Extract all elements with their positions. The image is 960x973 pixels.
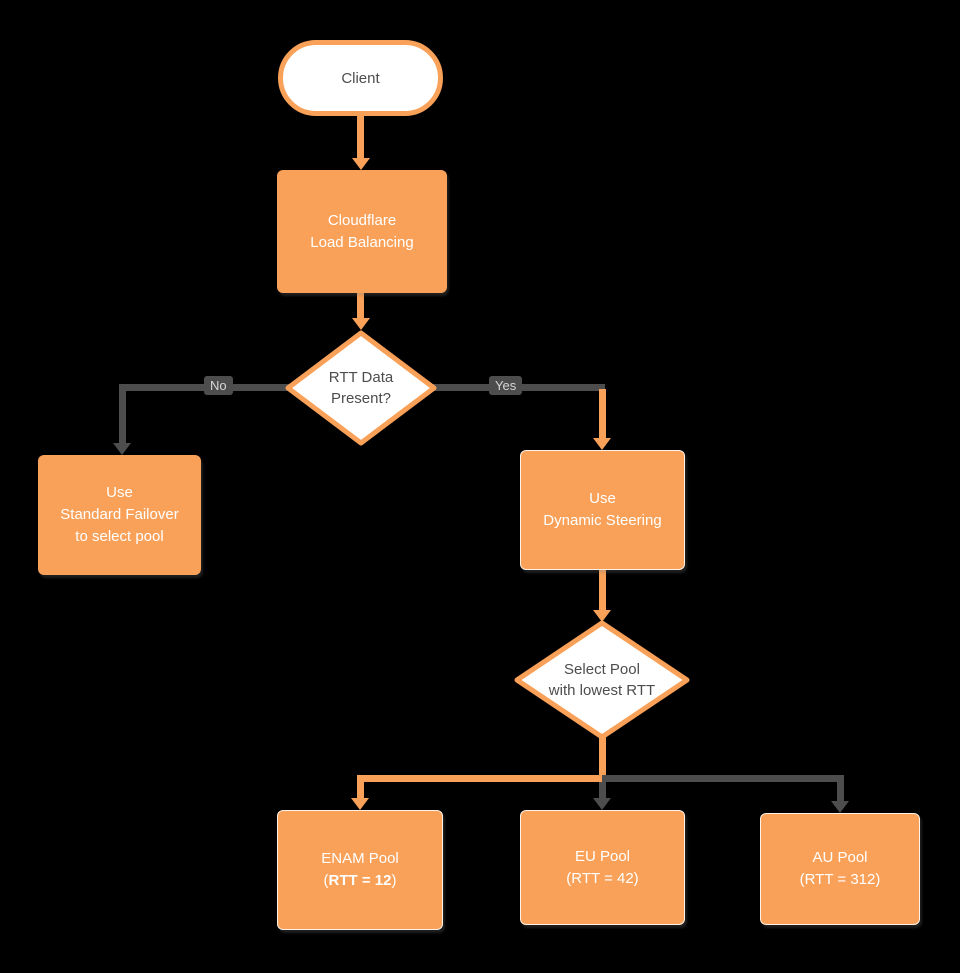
arrowhead-to-enam-pool [351, 798, 369, 810]
arrowhead-steering-to-select-pool [593, 610, 611, 622]
edge-label-no: No [204, 376, 233, 395]
node-label-line: Use [589, 490, 616, 507]
rtt-paren-close: ) [391, 872, 397, 889]
arrowhead-yes-branch [593, 438, 611, 450]
node-label-line: Present? [330, 390, 392, 407]
node-select-pool-decision: Select Pool with lowest RTT [514, 620, 690, 740]
node-label-line: (RTT = 12) [324, 870, 397, 892]
node-dynamic-steering: Use Dynamic Steering [520, 450, 685, 570]
node-label-line: Standard Failover [60, 506, 179, 523]
edge-steering-to-select-pool [599, 570, 606, 612]
edge-to-au-pool [837, 782, 844, 801]
edge-to-enam-pool [357, 775, 364, 800]
edge-client-to-lb [357, 112, 364, 158]
node-label-line: with lowest RTT [548, 682, 656, 699]
diamond-shape [514, 620, 690, 740]
node-label-line: Cloudflare [327, 211, 397, 229]
node-label-line: AU Pool [812, 849, 868, 866]
diamond-shape [285, 330, 437, 446]
node-label-line: ENAM Pool [321, 850, 399, 867]
node-au-pool: AU Pool (RTT = 312) [760, 813, 920, 925]
arrowhead-to-eu-pool [593, 798, 611, 810]
node-label: RTT Data Present? [285, 330, 437, 446]
node-rtt-data-present-decision: RTT Data Present? [285, 330, 437, 446]
edge-to-eu-pool [599, 782, 606, 800]
node-label-line: (RTT = 42) [566, 869, 639, 887]
node-client: Client [278, 40, 443, 116]
node-label: Select Pool with lowest RTT [514, 620, 690, 740]
node-enam-pool: ENAM Pool (RTT = 12) [277, 810, 443, 930]
node-label-line: EU Pool [574, 847, 631, 865]
edge-select-pool-down [599, 737, 606, 782]
arrowhead-client-to-lb [352, 158, 370, 170]
node-standard-failover: Use Standard Failover to select pool [38, 455, 201, 575]
node-label-line: Use [106, 484, 133, 501]
arrowhead-lb-to-rtt-decision [352, 318, 370, 330]
arrowhead-to-au-pool [831, 801, 849, 813]
node-eu-pool: EU Pool (RTT = 42) [520, 810, 685, 925]
node-client-label: Client [341, 69, 380, 87]
arrowhead-no-branch [113, 443, 131, 455]
node-label-line: Load Balancing [310, 233, 414, 251]
edge-lb-to-rtt-decision [357, 293, 364, 320]
node-label-line: (RTT = 312) [799, 871, 881, 888]
node-label-line: Select Pool [564, 661, 640, 678]
node-label-line: to select pool [75, 528, 164, 545]
edge-split-right [602, 775, 844, 782]
edge-split-left [357, 775, 605, 782]
edge-no-branch-vertical [119, 384, 126, 445]
edge-yes-branch-vertical [599, 389, 606, 440]
node-label-line: Dynamic Steering [543, 512, 662, 529]
rtt-paren-open: ( [323, 872, 329, 889]
node-label-line: RTT Data [328, 369, 394, 386]
edge-label-yes: Yes [489, 376, 523, 395]
node-cloudflare-load-balancing: Cloudflare Load Balancing [277, 170, 447, 293]
rtt-value-bold: RTT = 12 [328, 872, 392, 889]
